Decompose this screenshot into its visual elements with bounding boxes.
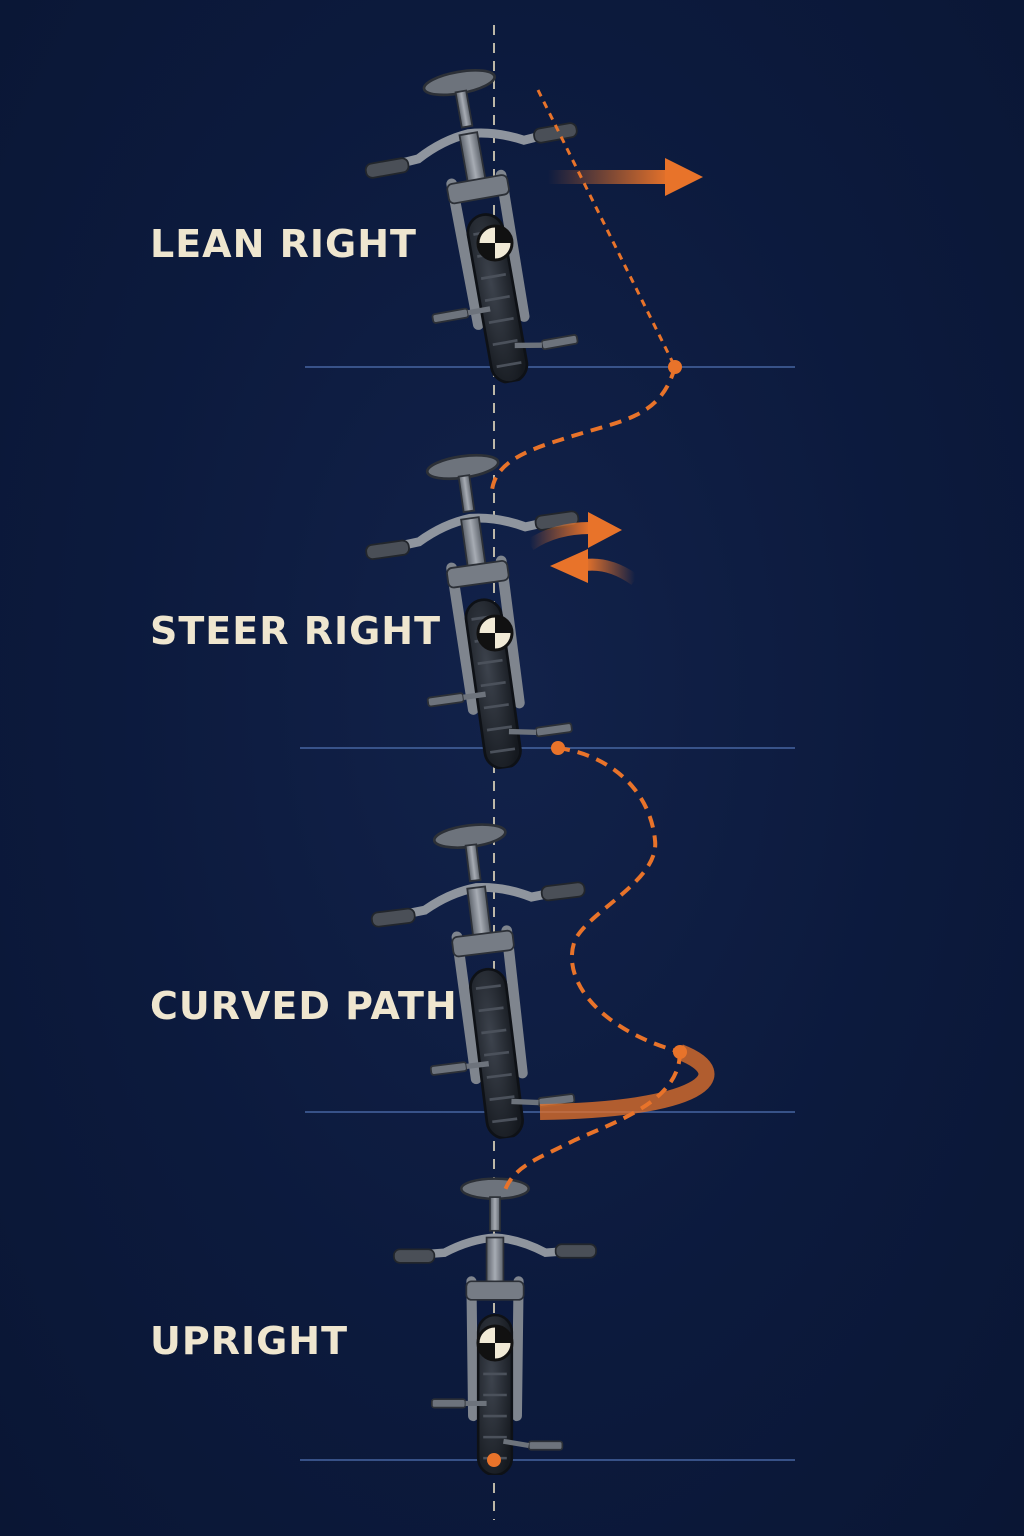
center-of-mass-icon bbox=[476, 614, 514, 652]
turn-swoosh bbox=[539, 1044, 715, 1120]
stage-label-curved-path: CURVED PATH bbox=[150, 984, 458, 1028]
stage-label-lean-right: LEAN RIGHT bbox=[150, 222, 417, 266]
path-node bbox=[673, 1045, 687, 1059]
path-node bbox=[668, 360, 682, 374]
stage-label-steer-right: STEER RIGHT bbox=[150, 609, 442, 653]
path-node bbox=[551, 741, 565, 755]
stage-label-upright: UPRIGHT bbox=[150, 1319, 349, 1363]
direction-arrow-icon bbox=[526, 512, 622, 551]
trajectory-path bbox=[503, 1051, 682, 1191]
bicycle-icon bbox=[362, 812, 614, 1151]
trajectory-path bbox=[490, 366, 677, 491]
direction-arrow-icon bbox=[550, 549, 639, 585]
center-of-mass-icon bbox=[476, 1324, 514, 1362]
direction-arrow-icon bbox=[548, 158, 703, 196]
trajectory-path bbox=[557, 746, 681, 1054]
center-of-mass-icon bbox=[476, 224, 514, 262]
path-node bbox=[487, 1453, 501, 1467]
